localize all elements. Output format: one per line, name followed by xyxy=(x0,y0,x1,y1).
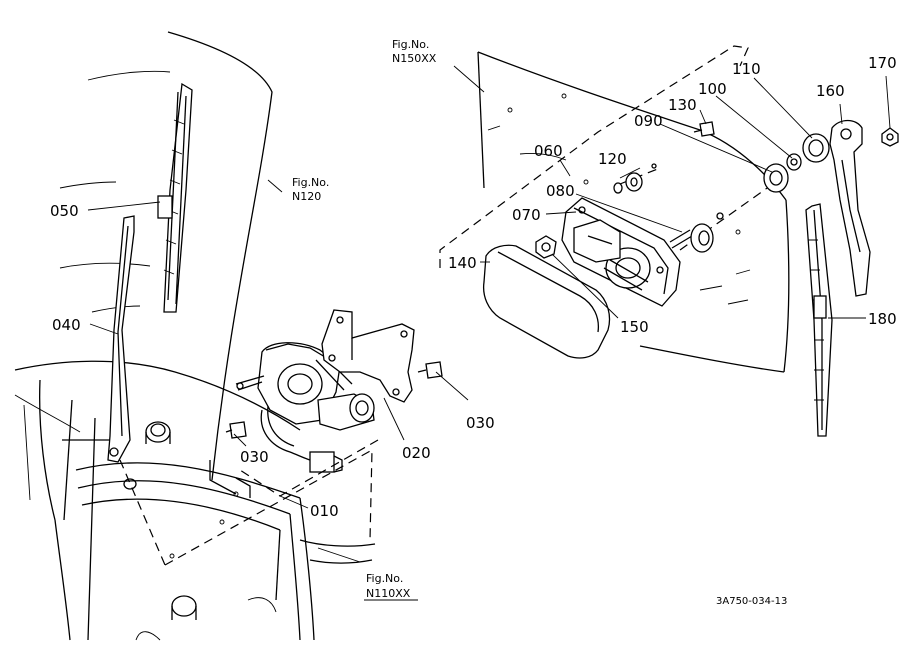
leader-lines-right xyxy=(453,65,891,319)
bolt-030-right xyxy=(417,361,443,379)
part-label-170: 170 xyxy=(868,54,897,72)
cab-glass-outline xyxy=(59,31,273,481)
cover-140 xyxy=(482,244,611,359)
part-label-060: 060 xyxy=(534,142,563,160)
pivot-nut xyxy=(123,421,239,559)
part-label-020: 020 xyxy=(402,444,431,462)
part-label-010: 010 xyxy=(310,502,339,520)
cab-frame xyxy=(14,360,376,641)
fig-ref-n150-number: N150XX xyxy=(392,52,437,65)
part-label-050: 050 xyxy=(50,202,79,220)
rear-assembly-dashed-outline xyxy=(439,45,749,268)
part-label-070: 070 xyxy=(512,206,541,224)
fig-ref-n120-title: Fig.No. xyxy=(292,176,329,189)
cab-panel-dashed-outline xyxy=(119,448,373,566)
bracket-020 xyxy=(321,309,415,403)
fig-ref-n150-title: Fig.No. xyxy=(392,38,429,51)
part-label-130: 130 xyxy=(668,96,697,114)
fig-ref-n110: Fig.No. N110XX xyxy=(364,572,418,601)
rear-glass-outline xyxy=(477,51,790,373)
wiper-blade-180 xyxy=(805,203,833,437)
nut-170 xyxy=(881,127,899,147)
wiper-arm-160 xyxy=(829,119,871,297)
seal-090 xyxy=(763,163,789,193)
grommet-080 xyxy=(651,163,724,253)
part-label-080: 080 xyxy=(546,182,575,200)
fig-ref-n110-title: Fig.No. xyxy=(366,572,403,585)
nut-150 xyxy=(535,235,557,259)
wiper-blade-050 xyxy=(157,82,193,313)
part-label-030-right: 030 xyxy=(466,414,495,432)
part-label-030-left: 030 xyxy=(240,448,269,466)
fig-ref-n110-number: N110XX xyxy=(366,587,411,600)
bushing-120 xyxy=(613,172,643,194)
drawing-number: 3A750-034-13 xyxy=(716,596,787,607)
fig-ref-n120: Fig.No. N120 xyxy=(292,176,329,203)
part-label-110: 110 xyxy=(732,60,761,78)
part-label-040: 040 xyxy=(52,316,81,334)
wiper-motor-010 xyxy=(235,342,375,473)
fig-ref-n120-number: N120 xyxy=(292,190,321,203)
washer-100 xyxy=(786,153,802,171)
fig-ref-n150: Fig.No. N150XX xyxy=(392,38,437,65)
bolt-130 xyxy=(693,121,715,137)
wiper-arm-040 xyxy=(107,215,135,463)
rear-motor-070 xyxy=(561,197,681,307)
leader-lines-left xyxy=(87,179,469,563)
part-label-160: 160 xyxy=(816,82,845,100)
part-label-150: 150 xyxy=(620,318,649,336)
part-label-180: 180 xyxy=(868,310,897,328)
part-label-100: 100 xyxy=(698,80,727,98)
cap-110 xyxy=(802,133,830,163)
part-label-090: 090 xyxy=(634,112,663,130)
part-label-140: 140 xyxy=(448,254,477,272)
part-label-120: 120 xyxy=(598,150,627,168)
